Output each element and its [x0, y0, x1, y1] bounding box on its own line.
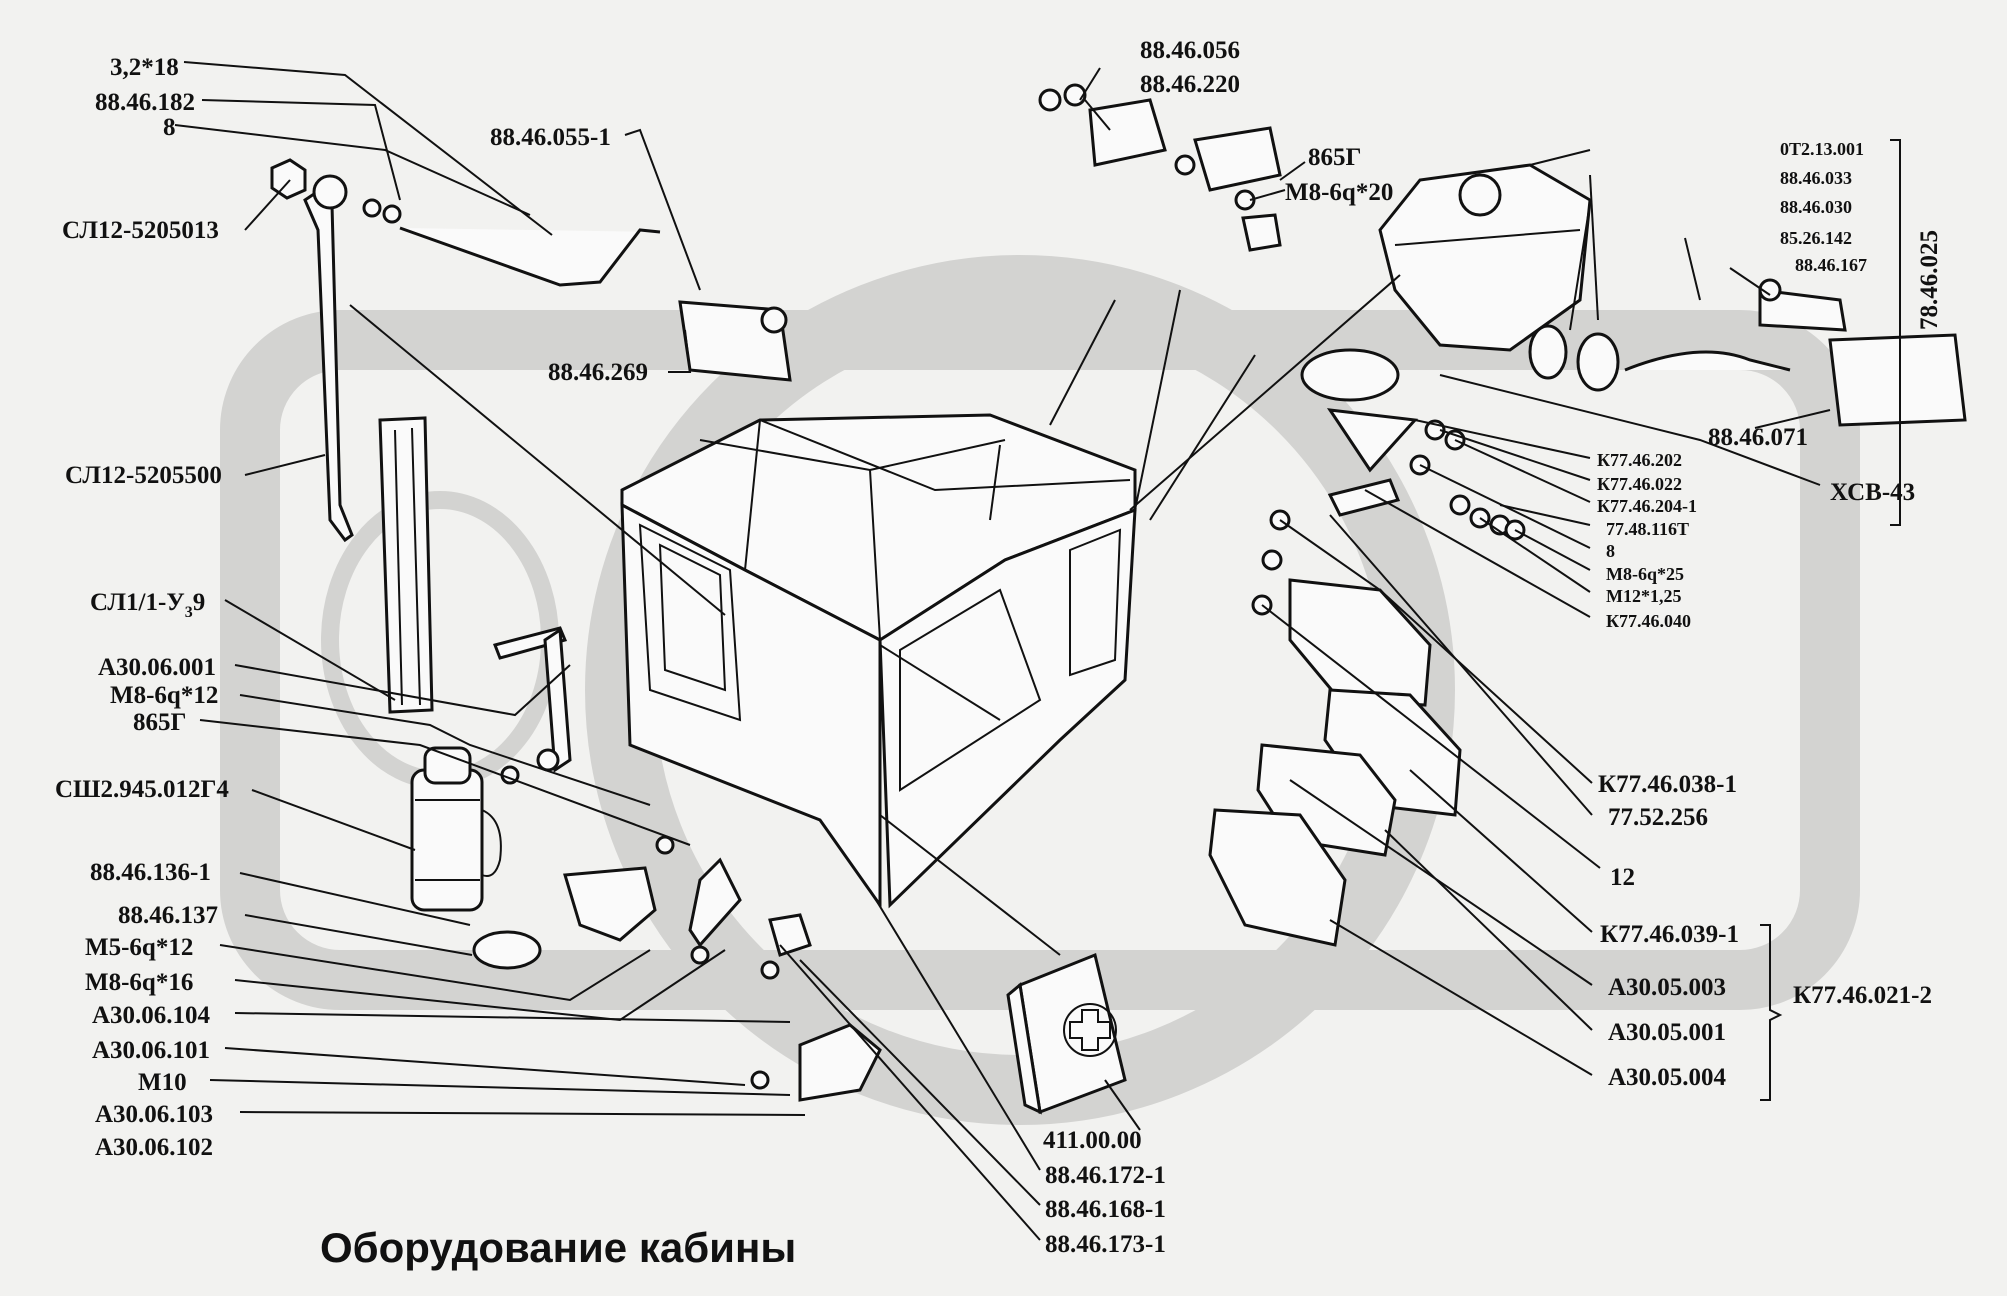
label-a30-05-003: А30.05.003: [1608, 974, 1726, 1001]
label-m8-6qx20: М8-6q*20: [1285, 179, 1393, 206]
label-k77-46-038-1: К77.46.038-1: [1598, 771, 1737, 798]
first-aid-kit: [1006, 952, 1127, 1115]
label-m8-6qx25: М8-6q*25: [1606, 564, 1684, 584]
label-865g-left: 865Г: [133, 709, 186, 736]
door-hinge: [1038, 83, 1282, 252]
wiper-lever: [270, 158, 354, 543]
label-88-46-168-1: 88.46.168-1: [1045, 1196, 1166, 1223]
label-a30-05-004: А30.05.004: [1608, 1064, 1727, 1091]
label-88-46-056: 88.46.056: [1140, 37, 1240, 64]
label-85-26-142: 85.26.142: [1780, 228, 1852, 248]
lamp-assembly: [1208, 578, 1462, 947]
label-k77-46-022: К77.46.022: [1597, 474, 1682, 494]
label-8-right: 8: [1606, 541, 1615, 561]
label-88-46-030: 88.46.030: [1780, 197, 1852, 217]
label-865g-right: 865Г: [1308, 144, 1361, 171]
label-sh2-945-012g4: СШ2.945.012Г4: [55, 776, 229, 803]
label-0t2-13-001: 0Т2.13.001: [1780, 139, 1864, 159]
label-a30-05-001: А30.05.001: [1608, 1019, 1726, 1046]
label-sl12-5205013: СЛ12-5205013: [62, 217, 219, 244]
label-a30-06-102: А30.06.102: [95, 1134, 213, 1161]
label-88-46-137: 88.46.137: [118, 902, 218, 929]
thermos: [410, 746, 502, 912]
label-m8-6qx16: М8-6q*16: [85, 969, 193, 996]
label-m8-6qx12: М8-6q*12: [110, 682, 218, 709]
label-k77-46-040: К77.46.040: [1606, 611, 1691, 631]
linkage: [492, 626, 572, 785]
label-m5-6qx12: М5-6q*12: [85, 934, 193, 961]
label-k77-46-204-1: К77.46.204-1: [1597, 496, 1697, 516]
label-3-2x18: 3,2*18: [110, 54, 179, 81]
label-8-top: 8: [163, 114, 176, 141]
label-k77-46-021-2: К77.46.021-2: [1793, 982, 1932, 1009]
label-88-46-182: 88.46.182: [95, 89, 195, 116]
label-77-48-116t: 77.48.116Т: [1606, 519, 1689, 539]
label-88-46-071: 88.46.071: [1708, 424, 1808, 451]
thermos-holder: [472, 866, 657, 970]
label-sl1-1-u3-9: СЛ1/1-У39: [90, 589, 205, 621]
label-88-46-136-1: 88.46.136-1: [90, 859, 211, 886]
label-88-46-167: 88.46.167: [1795, 255, 1867, 275]
label-a30-06-101: А30.06.101: [92, 1037, 210, 1064]
wiper-blade: [378, 416, 434, 714]
label-m10: М10: [138, 1069, 187, 1096]
label-411-00-00: 411.00.00: [1043, 1127, 1142, 1154]
label-k77-46-039-1: К77.46.039-1: [1600, 921, 1739, 948]
label-78-46-025: 78.46.025: [1916, 230, 1943, 330]
label-88-46-220: 88.46.220: [1140, 71, 1240, 98]
label-88-46-269: 88.46.269: [548, 359, 648, 386]
hose: [1624, 278, 1967, 427]
cabin: [620, 413, 1137, 910]
leader-lines: [174, 61, 1901, 1241]
label-a30-06-104: А30.06.104: [92, 1002, 211, 1029]
label-88-46-173-1: 88.46.173-1: [1045, 1231, 1166, 1258]
label-88-46-033: 88.46.033: [1780, 168, 1852, 188]
label-88-46-172-1: 88.46.172-1: [1045, 1162, 1166, 1189]
label-k77-46-202: К77.46.202: [1597, 450, 1682, 470]
heater: [1378, 163, 1620, 392]
label-hsv-43: ХСВ-43: [1830, 479, 1915, 506]
label-88-46-055-1: 88.46.055-1: [490, 124, 611, 151]
label-m12x1-25: М12*1,25: [1606, 586, 1682, 606]
label-77-52-256: 77.52.256: [1608, 804, 1708, 831]
label-12: 12: [1610, 864, 1635, 891]
label-sl12-5205500: СЛ12-5205500: [65, 462, 222, 489]
label-a30-06-103: А30.06.103: [95, 1101, 213, 1128]
diagram-title: Оборудование кабины: [320, 1224, 796, 1271]
label-a30-06-001: А30.06.001: [98, 654, 216, 681]
